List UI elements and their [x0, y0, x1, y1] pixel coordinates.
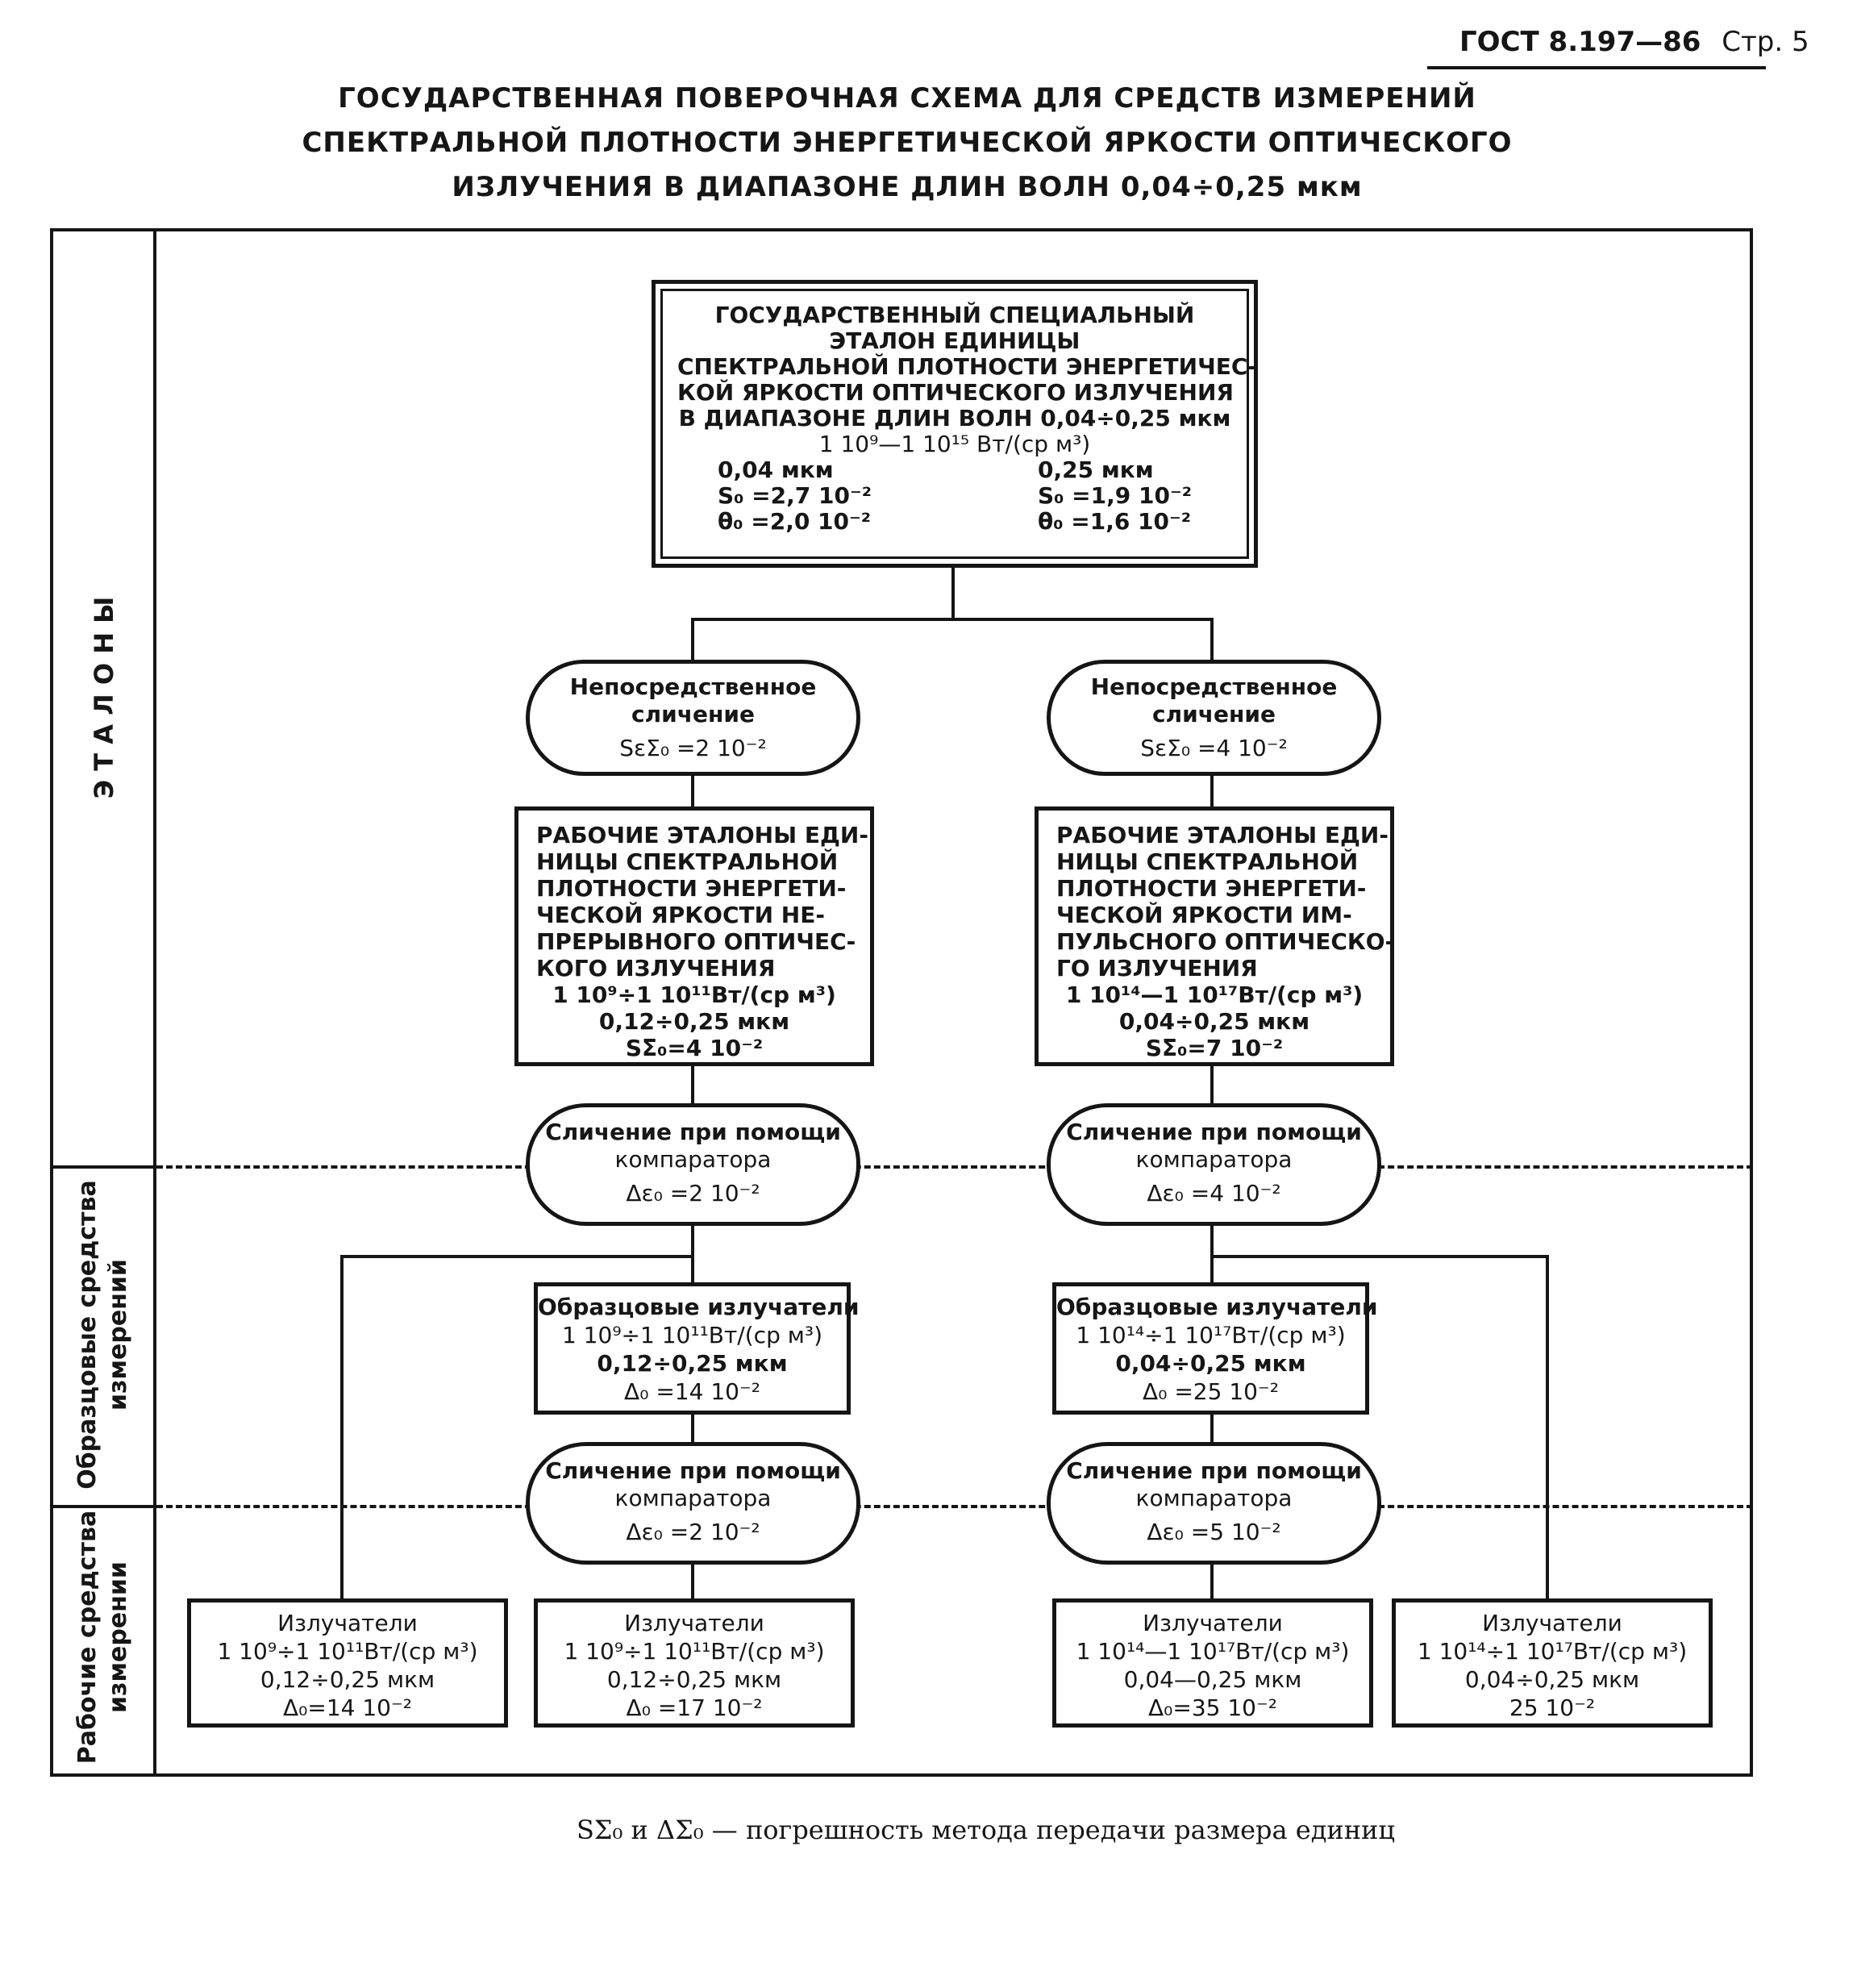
section-column-divider	[153, 228, 156, 1777]
section-label-rabochie: Рабочие средства измерении	[73, 1510, 132, 1765]
comparator-comparison-left-2: Сличение при помощи компаратора Δε₀ =2 1…	[526, 1442, 860, 1565]
dashed-boundary-2	[156, 1505, 1753, 1508]
section-divider-1	[50, 1165, 155, 1169]
connector	[1210, 1224, 1214, 1284]
state-special-standard-box: ГОСУДАРСТВЕННЫЙ СПЕЦИАЛЬНЫЙ ЭТАЛОН ЕДИНИ…	[652, 280, 1258, 568]
direct-comparison-right: Непосредственное сличение SεΣ₀ =4 10⁻²	[1047, 660, 1381, 776]
main-standard-range: 1 10⁹—1 10¹⁵ Вт/(ср м³)	[818, 431, 1091, 457]
connector	[1210, 618, 1214, 661]
working-standards-continuous-box: РАБОЧИЕ ЭТАЛОНЫ ЕДИ- НИЦЫ СПЕКТРАЛЬНОЙ П…	[514, 806, 874, 1066]
comparator-comparison-right-2: Сличение при помощи компаратора Δε₀ =5 1…	[1047, 1442, 1381, 1565]
connector	[691, 773, 694, 808]
comparator-comparison-left-1: Сличение при помощи компаратора Δε₀ =2 1…	[526, 1103, 860, 1226]
page-header: ГОСТ 8.197—86 Стр. 5	[1459, 26, 1809, 58]
direct-comparison-left: Непосредственное сличение SεΣ₀ =2 10⁻²	[526, 660, 860, 776]
header-rule	[1427, 66, 1766, 69]
connector	[1210, 1063, 1214, 1105]
footnote: SΣ₀ и ΔΣ₀ — погрешность метода передачи …	[577, 1815, 1395, 1845]
connector	[1210, 1563, 1214, 1600]
main-standard-col1: 0,04 мкм S₀ =2,7 10⁻² θ₀ =2,0 10⁻²	[718, 456, 872, 535]
title-line: ИЗЛУЧЕНИЯ В ДИАПАЗОНЕ ДЛИН ВОЛН 0,04÷0,2…	[452, 171, 1363, 203]
section-divider-2	[50, 1505, 155, 1508]
connector	[691, 1413, 694, 1444]
working-standards-pulsed-box: РАБОЧИЕ ЭТАЛОНЫ ЕДИ- НИЦЫ СПЕКТРАЛЬНОЙ П…	[1035, 806, 1394, 1066]
main-standard-line: СПЕКТРАЛЬНОЙ ПЛОТНОСТИ ЭНЕРГЕТИЧЕС-	[677, 353, 1258, 380]
working-emitters-box-1: Излучатели 1 10⁹÷1 10¹¹Вт/(ср м³) 0,12÷0…	[187, 1598, 508, 1728]
working-emitters-box-3: Излучатели 1 10¹⁴—1 10¹⁷Вт/(ср м³) 0,04—…	[1052, 1598, 1373, 1728]
section-label-obraztsovye: Образцовые средства измерений	[73, 1180, 132, 1490]
main-standard-line: ГОСУДАРСТВЕННЫЙ СПЕЦИАЛЬНЫЙ	[714, 302, 1195, 328]
connector	[340, 1255, 344, 1598]
connector	[340, 1255, 694, 1258]
section-label-etalony: Э Т А Л О Н Ы	[89, 596, 119, 799]
gost-number: ГОСТ 8.197—86	[1459, 26, 1701, 58]
connector	[951, 566, 955, 619]
page-number: Стр. 5	[1722, 26, 1809, 58]
connector	[691, 1563, 694, 1600]
diagram-frame	[50, 228, 1753, 1777]
connector	[691, 618, 694, 661]
connector	[691, 1224, 694, 1284]
reference-emitters-left-box: Образцовые излучатели 1 10⁹÷1 10¹¹Вт/(ср…	[534, 1282, 859, 1415]
title-line: ГОСУДАРСТВЕННАЯ ПОВЕРОЧНАЯ СХЕМА ДЛЯ СРЕ…	[338, 82, 1476, 115]
title-line: СПЕКТРАЛЬНОЙ ПЛОТНОСТИ ЭНЕРГЕТИЧЕСКОЙ ЯР…	[302, 127, 1513, 159]
connector	[691, 1063, 694, 1105]
connector	[1210, 1255, 1549, 1258]
connector	[1546, 1255, 1549, 1598]
working-emitters-box-2: Излучатели 1 10⁹÷1 10¹¹Вт/(ср м³) 0,12÷0…	[534, 1598, 855, 1728]
main-standard-line: ЭТАЛОН ЕДИНИЦЫ	[829, 327, 1080, 354]
reference-emitters-right-box: Образцовые излучатели 1 10¹⁴÷1 10¹⁷Вт/(с…	[1052, 1282, 1377, 1415]
main-standard-col2: 0,25 мкм S₀ =1,9 10⁻² θ₀ =1,6 10⁻²	[1038, 456, 1192, 535]
working-emitters-box-4: Излучатели 1 10¹⁴÷1 10¹⁷Вт/(ср м³) 0,04÷…	[1392, 1598, 1713, 1728]
main-standard-line: КОЙ ЯРКОСТИ ОПТИЧЕСКОГО ИЗЛУЧЕНИЯ	[677, 379, 1234, 406]
comparator-comparison-right-1: Сличение при помощи компаратора Δε₀ =4 1…	[1047, 1103, 1381, 1226]
connector	[1210, 1413, 1214, 1444]
document-title: ГОСУДАРСТВЕННАЯ ПОВЕРОЧНАЯ СХЕМА ДЛЯ СРЕ…	[242, 77, 1572, 210]
main-standard-line: В ДИАПАЗОНЕ ДЛИН ВОЛН 0,04÷0,25 мкм	[678, 405, 1231, 431]
dashed-boundary-1	[156, 1165, 1753, 1169]
connector	[691, 618, 1214, 621]
connector	[1210, 773, 1214, 808]
